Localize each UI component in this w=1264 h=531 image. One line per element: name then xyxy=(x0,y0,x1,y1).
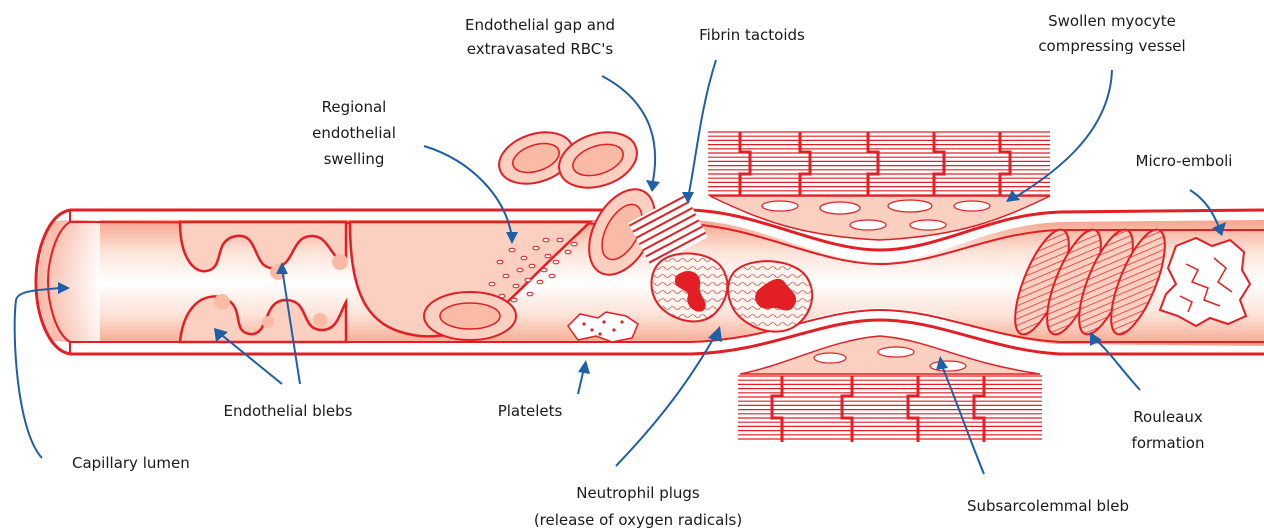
label-subsarcolemmal-bleb: Subsarcolemmal bleb xyxy=(967,497,1129,515)
label-neutrophil-line1: Neutrophil plugs xyxy=(576,484,700,502)
myocyte-fibers-bottom xyxy=(738,376,1042,442)
label-swollen-myocyte-line2: compressing vessel xyxy=(1038,37,1185,55)
platelet-cluster xyxy=(568,312,638,342)
label-capillary-lumen: Capillary lumen xyxy=(72,454,190,472)
label-rouleaux-line1: Rouleaux xyxy=(1133,408,1203,426)
label-fibrin-tactoids: Fibrin tactoids xyxy=(699,26,805,44)
label-endothelial-blebs: Endothelial blebs xyxy=(223,402,352,420)
label-rouleaux-line2: formation xyxy=(1132,434,1205,452)
label-neutrophil-line2: (release of oxygen radicals) xyxy=(534,511,742,529)
label-regional-swelling-line2: endothelial xyxy=(312,124,396,142)
label-regional-swelling-line3: swelling xyxy=(324,150,385,168)
label-platelets: Platelets xyxy=(498,402,563,420)
label-swollen-myocyte-line1: Swollen myocyte xyxy=(1048,12,1176,30)
label-endothelial-gap-line1: Endothelial gap and xyxy=(465,16,615,34)
label-micro-emboli: Micro-emboli xyxy=(1136,152,1233,170)
label-regional-swelling-line1: Regional xyxy=(322,98,387,116)
label-endothelial-gap-line2: extravasated RBC's xyxy=(467,40,614,58)
